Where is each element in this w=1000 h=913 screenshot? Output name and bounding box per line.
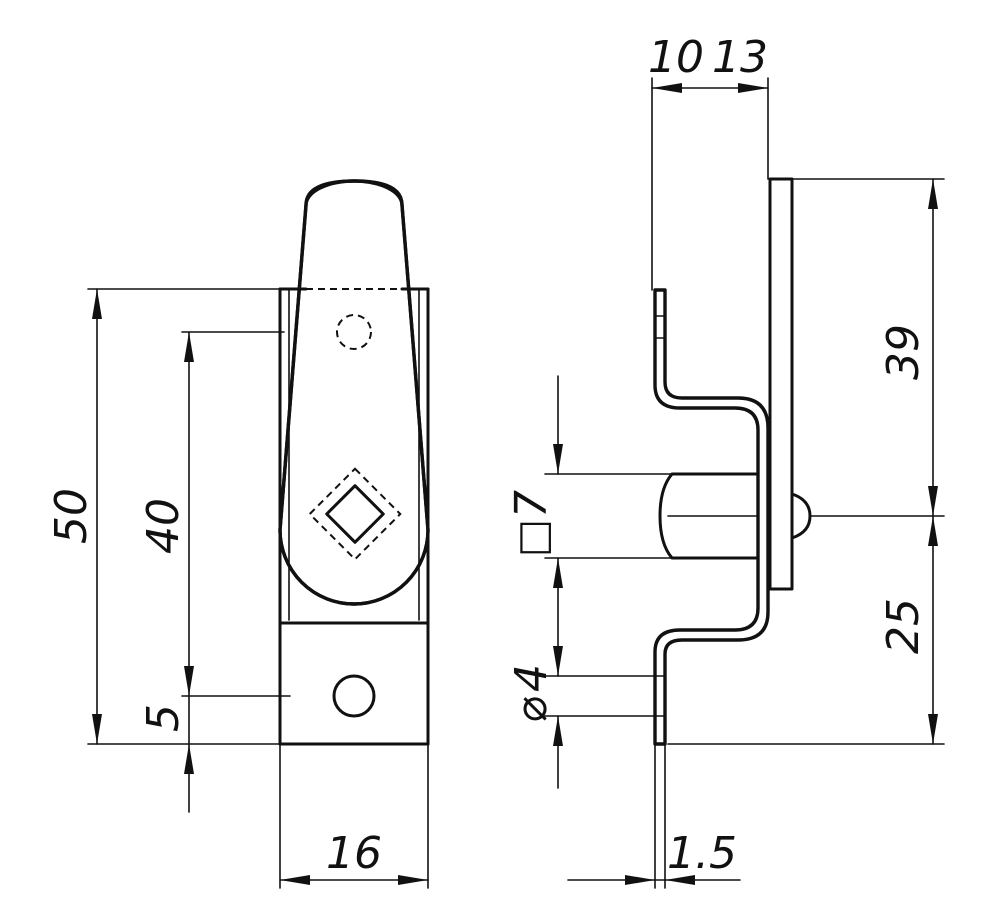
dim-thickness-1-5: 1.5 — [667, 828, 737, 879]
dim-square-symbol: □ — [510, 519, 556, 557]
dim-offset-5: 5 — [138, 704, 189, 732]
rivet-head — [790, 492, 812, 540]
dim-diameter-symbol: ⌀ — [506, 696, 557, 723]
dim-square-7: 7 — [506, 490, 557, 518]
dim-hole-4: 4 — [506, 664, 557, 692]
side-view — [653, 177, 812, 746]
dim-height-40: 40 — [138, 498, 189, 554]
front-dimensions: 50 40 5 16 — [46, 288, 429, 889]
lever-plate-side — [768, 177, 794, 591]
bent-bracket — [653, 288, 770, 746]
dim-width-16: 16 — [326, 828, 382, 879]
side-dimensions: 10 13 39 25 □ 7 ⌀ 4 — [506, 32, 945, 889]
hidden-pivot-hole — [336, 314, 372, 350]
square-shaft — [658, 472, 760, 560]
mounting-hole — [332, 674, 376, 718]
dim-upper-39: 39 — [878, 324, 929, 380]
dim-depth-10: 10 — [648, 32, 704, 83]
front-view — [278, 179, 430, 746]
dim-depth-13: 13 — [712, 32, 768, 83]
square-hole — [308, 467, 402, 561]
lever-handle — [278, 179, 430, 606]
dim-lower-25: 25 — [878, 598, 929, 654]
dim-height-50: 50 — [46, 488, 97, 544]
